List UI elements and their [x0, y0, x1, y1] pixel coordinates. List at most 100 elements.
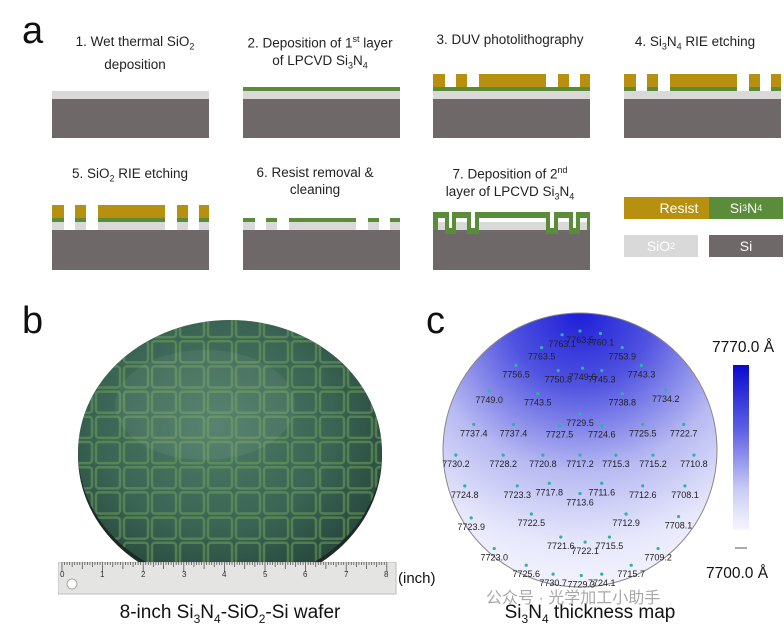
wafer-die	[262, 339, 290, 364]
measurement-point	[529, 512, 533, 516]
wafer-die	[234, 440, 262, 465]
step-7-label: 7. Deposition of 2nd layer of LPCVD Si3N…	[445, 165, 575, 202]
measurement-point	[639, 363, 644, 368]
measurement-point	[463, 484, 467, 488]
wafer-die	[206, 491, 234, 515]
wafer-die	[290, 339, 318, 364]
measurement-label: 7715.2	[639, 459, 667, 469]
wafer-die	[178, 516, 206, 540]
ruler-unit-label: (inch)	[398, 570, 436, 587]
wafer-caption: 8-inch Si3N4-SiO2-Si wafer	[119, 602, 341, 626]
wafer-die	[122, 415, 150, 440]
wafer-die	[318, 440, 346, 465]
ruler-number: 6	[303, 570, 308, 579]
step-3-stack	[433, 74, 590, 138]
measurement-point	[624, 512, 628, 516]
wafer-die	[206, 390, 234, 414]
measurement-point	[692, 453, 696, 457]
measurement-label: 7721.6	[547, 541, 575, 551]
measurement-label: 7725.6	[512, 569, 540, 579]
measurement-point	[641, 422, 645, 426]
measurement-point	[578, 491, 582, 496]
wafer-die	[94, 541, 122, 566]
measurement-point	[598, 331, 603, 336]
measurement-point	[651, 453, 655, 457]
wafer-die	[150, 339, 178, 364]
step-6-label: 6. Resist removal & cleaning	[256, 165, 374, 197]
thickness-map-caption: Si3N4 thickness map	[504, 602, 676, 626]
wafer-die	[404, 492, 410, 513]
wafer-die	[404, 543, 410, 564]
step-1-label: 1. Wet thermal SiO2 deposition	[75, 34, 195, 72]
wafer-photo	[78, 320, 410, 589]
measurement-point	[514, 363, 518, 368]
wafer-die	[262, 491, 290, 515]
measurement-point	[656, 546, 660, 551]
measurement-point	[541, 453, 545, 457]
wafer-die	[404, 417, 410, 438]
measurement-label: 7724.6	[588, 430, 616, 440]
measurement-label: 7722.5	[518, 518, 546, 528]
measurement-point	[515, 484, 519, 488]
measurement-label: 7713.6	[566, 498, 594, 508]
measurement-label: 7763.5	[566, 335, 594, 345]
measurement-point	[492, 546, 496, 551]
measurement-point	[472, 422, 476, 426]
measurement-label: 7753.9	[608, 352, 636, 362]
measurement-point	[620, 392, 624, 396]
wafer-die	[404, 341, 410, 362]
measurement-label: 7715.3	[602, 459, 630, 469]
measurement-point	[454, 453, 458, 457]
wafer-die	[290, 491, 318, 515]
wafer-die	[262, 440, 290, 465]
wafer-die	[78, 541, 94, 566]
measurement-label: 7730.2	[442, 459, 470, 469]
measurement-point	[547, 481, 551, 485]
measurement-label: 7729.5	[566, 418, 594, 428]
measurement-point	[683, 484, 687, 488]
measurement-point	[600, 481, 604, 485]
wafer-die	[150, 365, 178, 389]
wafer-die	[234, 339, 262, 364]
wafer-die	[178, 339, 206, 364]
step-5-stack	[52, 205, 209, 270]
wafer-die	[78, 339, 94, 364]
wafer-die	[404, 442, 410, 463]
wafer-die	[178, 491, 206, 515]
measurement-label: 7712.6	[629, 490, 657, 500]
wafer-die	[290, 415, 318, 440]
wafer-die	[374, 365, 382, 389]
measurement-label: 7710.8	[680, 459, 708, 469]
measurement-label: 7708.1	[671, 490, 699, 500]
wafer-die	[346, 465, 374, 490]
step-3-label: 3. DUV photolithography	[436, 32, 584, 47]
wafer-die	[234, 320, 262, 339]
measurement-label: 7722.1	[571, 546, 599, 556]
wafer-die	[318, 465, 346, 490]
measurement-point	[579, 573, 583, 578]
wafer-die	[374, 390, 382, 414]
measurement-point	[551, 572, 555, 576]
ruler-number: 0	[60, 570, 65, 579]
wafer-die	[206, 440, 234, 465]
wafer-die	[262, 516, 290, 540]
wafer-die	[234, 491, 262, 515]
measurement-label: 7720.8	[529, 459, 557, 469]
panel-b-letter: b	[22, 300, 44, 342]
wafer-die	[374, 491, 382, 515]
wafer-die	[290, 516, 318, 540]
step-2-label: 2. Deposition of 1st layer of LPCVD Si3N…	[247, 34, 393, 71]
measurement-label: 7722.7	[670, 428, 698, 438]
measurement-label: 7749.6	[569, 372, 597, 382]
wafer-die	[234, 465, 262, 490]
wafer-die	[78, 320, 94, 339]
measurement-label: 7750.8	[544, 375, 572, 385]
wafer-die	[94, 339, 122, 364]
colorbar-max-label: 7770.0 Å	[712, 339, 775, 356]
wafer-die	[374, 516, 382, 540]
measurement-label: 7724.1	[588, 578, 616, 588]
wafer-die	[374, 440, 382, 465]
measurement-label: 7715.5	[596, 541, 624, 551]
wafer-die	[94, 415, 122, 440]
